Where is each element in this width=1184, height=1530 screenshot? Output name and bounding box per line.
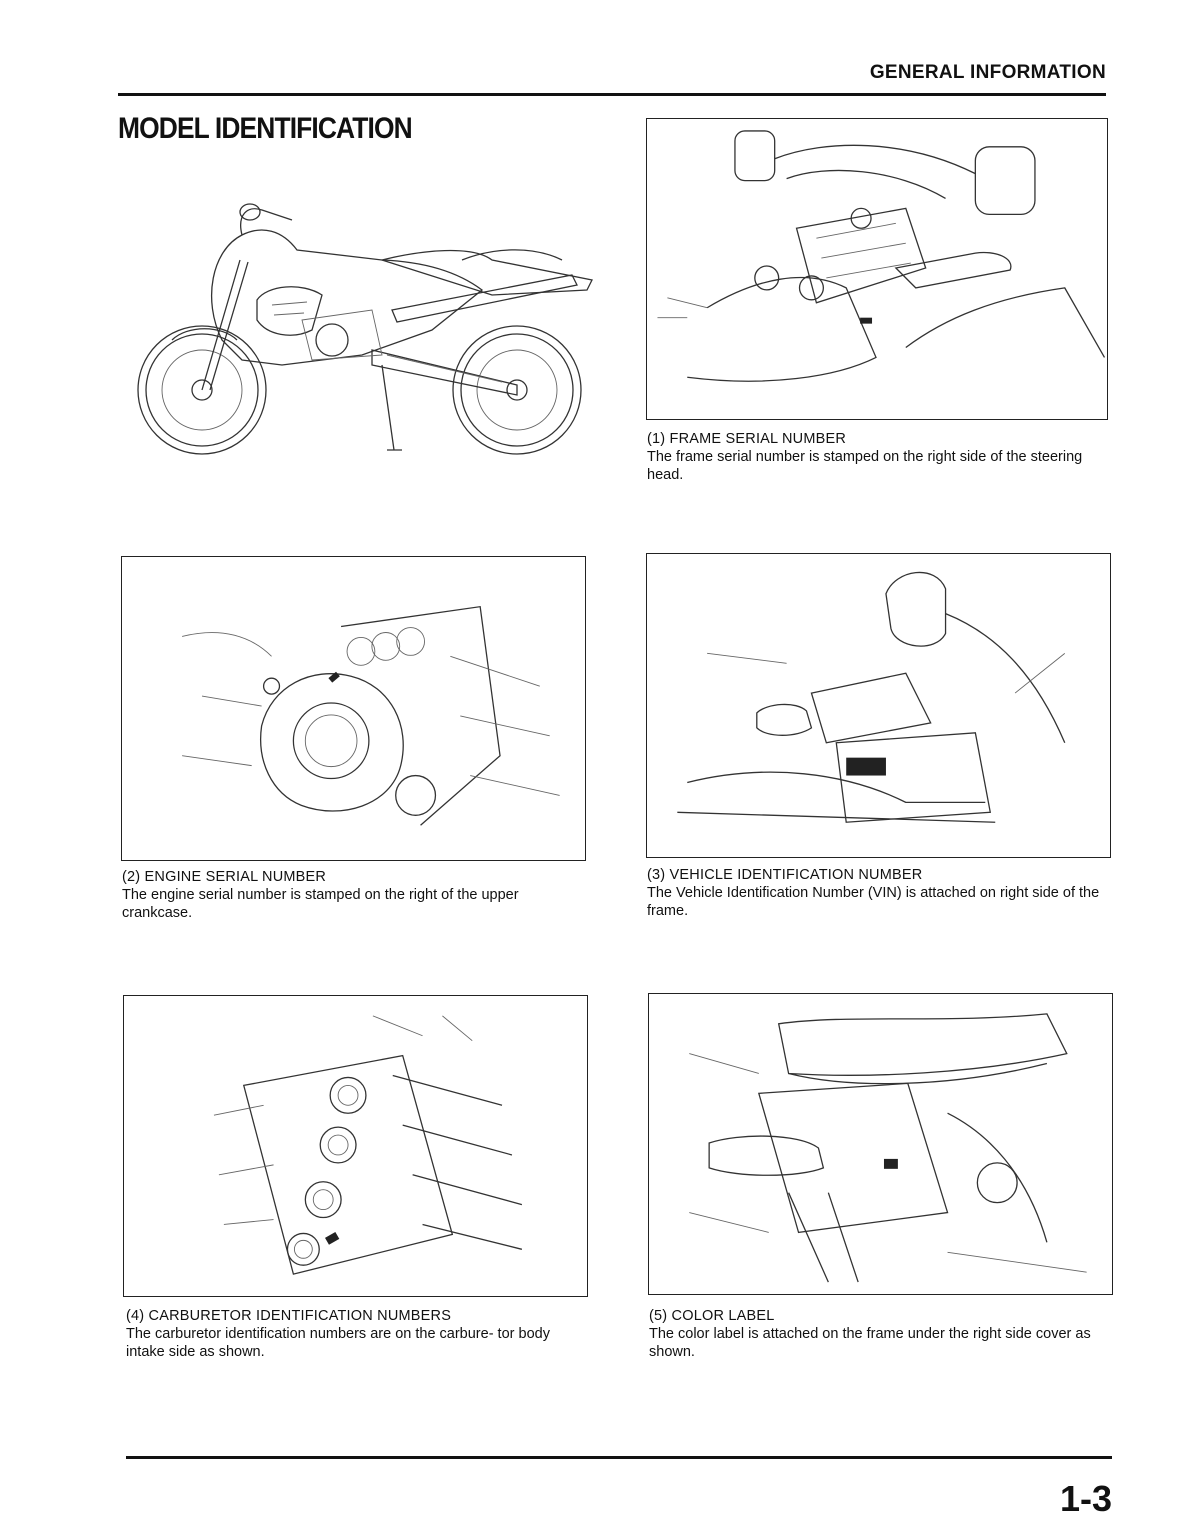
caption-text: The frame serial number is stamped on th… (647, 449, 1083, 483)
header-rule (118, 93, 1106, 96)
footer-rule (126, 1456, 1112, 1459)
caption-text: The Vehicle Identification Number (VIN) … (647, 885, 1100, 919)
motorcycle-illustration (132, 190, 602, 470)
section-header: GENERAL INFORMATION (869, 62, 1106, 83)
figure-carburetor (123, 995, 588, 1297)
caption-text: The color label is attached on the frame… (649, 1326, 1091, 1360)
caption-title: (4) CARBURETOR IDENTIFICATION NUMBERS (126, 1308, 452, 1324)
caption-carburetor: (4) CARBURETOR IDENTIFICATION NUMBERS Th… (126, 1307, 591, 1361)
page-title: MODEL IDENTIFICATION (118, 112, 413, 145)
caption-title: (5) COLOR LABEL (649, 1308, 775, 1324)
caption-title: (3) VEHICLE IDENTIFICATION NUMBER (647, 867, 923, 883)
figure-vin (646, 553, 1111, 858)
caption-engine-serial: (2) ENGINE SERIAL NUMBER The engine seri… (122, 868, 587, 922)
caption-text: The engine serial number is stamped on t… (122, 887, 519, 921)
caption-text: The carburetor identification numbers ar… (126, 1326, 550, 1360)
caption-color-label: (5) COLOR LABEL The color label is attac… (649, 1307, 1114, 1361)
caption-title: (2) ENGINE SERIAL NUMBER (122, 869, 327, 885)
caption-title: (1) FRAME SERIAL NUMBER (647, 431, 847, 447)
caption-vin: (3) VEHICLE IDENTIFICATION NUMBER The Ve… (647, 866, 1112, 920)
caption-frame-serial: (1) FRAME SERIAL NUMBER The frame serial… (647, 430, 1107, 484)
figure-color-label (648, 993, 1113, 1295)
figure-engine-serial (121, 556, 586, 861)
page-number: 1-3 (1059, 1478, 1112, 1519)
figure-frame-serial (646, 118, 1108, 420)
